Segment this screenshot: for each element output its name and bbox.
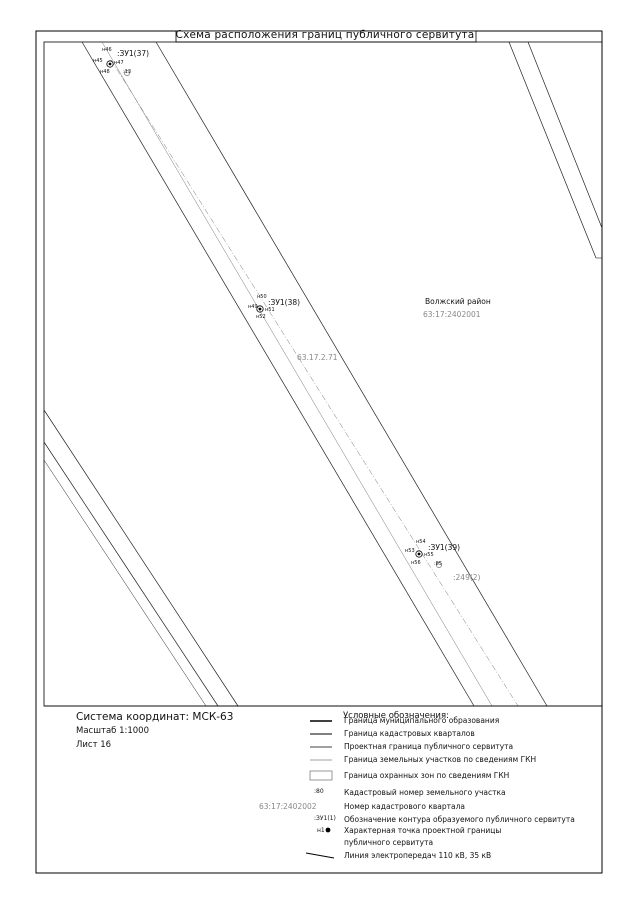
legend-heading: Условные обозначения: bbox=[343, 711, 449, 721]
legend-symbol-text: :ЗУ1(1) bbox=[314, 815, 336, 822]
contour-39 bbox=[415, 550, 442, 568]
contour-38 bbox=[256, 305, 264, 313]
legend-item: Граница земельных участков по сведениям … bbox=[344, 755, 537, 764]
map-frame bbox=[43, 41, 603, 707]
left-boundary-1 bbox=[43, 409, 239, 707]
legend-symbol-text: н1 bbox=[317, 827, 325, 834]
legend-item: :80 Кадастровый номер земельного участка bbox=[314, 788, 506, 797]
legend-item: Проектная граница публичного сервитута bbox=[344, 742, 514, 751]
contour-label-39: :ЗУ1(39) bbox=[428, 543, 461, 552]
point-label: н46 bbox=[102, 47, 112, 53]
zone-label: 63.17.2.71 bbox=[297, 353, 338, 362]
right-boundary-2 bbox=[527, 41, 603, 229]
contour-label-38: :ЗУ1(38) bbox=[268, 298, 301, 307]
point-label: н55 bbox=[424, 552, 434, 558]
left-boundary-3 bbox=[43, 459, 207, 707]
page-title: Схема расположения границ публичного сер… bbox=[175, 29, 475, 41]
sheet-number: Лист 16 bbox=[76, 740, 112, 750]
district-label: Волжский район bbox=[425, 297, 491, 306]
legend-sym-powerline bbox=[305, 852, 335, 859]
point-label: н51 bbox=[265, 307, 275, 313]
coordinate-system: Система координат: МСК-63 bbox=[76, 711, 234, 723]
legend-sym-zones bbox=[309, 770, 333, 781]
legend-item: Граница муниципального образования bbox=[344, 716, 500, 725]
point-label: н56 bbox=[411, 560, 421, 566]
point-label: н47 bbox=[114, 60, 124, 66]
point-label: н49 bbox=[248, 304, 258, 310]
legend-item: н1 Характерная точка проектной границы bbox=[317, 826, 502, 835]
legend-symbol-text: 63:17:2402002 bbox=[259, 802, 317, 811]
contour-37 bbox=[106, 60, 130, 76]
contour-label-37: :ЗУ1(37) bbox=[117, 49, 150, 58]
corridor-left-line bbox=[81, 41, 475, 707]
point-label: н45 bbox=[93, 58, 103, 64]
parcel-label: :249(2) bbox=[453, 573, 481, 582]
map-scale: Масштаб 1:1000 bbox=[76, 726, 150, 736]
parcel-marker: :85 bbox=[434, 561, 443, 567]
point-label: н52 bbox=[256, 314, 266, 320]
left-boundary-2 bbox=[43, 441, 219, 707]
corridor-inner-left bbox=[101, 41, 493, 707]
right-boundary-1 bbox=[508, 41, 597, 259]
legend-item: Линия электропередач 110 кВ, 35 кВ bbox=[344, 851, 492, 860]
legend-item: публичного сервитута bbox=[344, 838, 434, 847]
point-label: н54 bbox=[416, 539, 426, 545]
legend-item: 63:17:2402002 Номер кадастрового квартал… bbox=[259, 802, 465, 811]
quarter-label: 63:17:2402001 bbox=[423, 310, 481, 319]
legend-symbol-text: :80 bbox=[314, 788, 324, 795]
legend-sym-point bbox=[325, 827, 331, 833]
parcel-marker: :13 bbox=[123, 69, 132, 75]
point-label: н53 bbox=[405, 548, 415, 554]
legend-item: Граница кадастровых кварталов bbox=[344, 729, 475, 738]
power-line-center bbox=[110, 59, 519, 707]
point-label: н50 bbox=[257, 294, 267, 300]
legend-item: Граница охранных зон по сведениям ГКН bbox=[344, 771, 510, 780]
point-label: н48 bbox=[100, 69, 110, 75]
corridor-right-line bbox=[155, 41, 548, 707]
legend-item: :ЗУ1(1) Обозначение контура образуемого … bbox=[314, 815, 575, 824]
